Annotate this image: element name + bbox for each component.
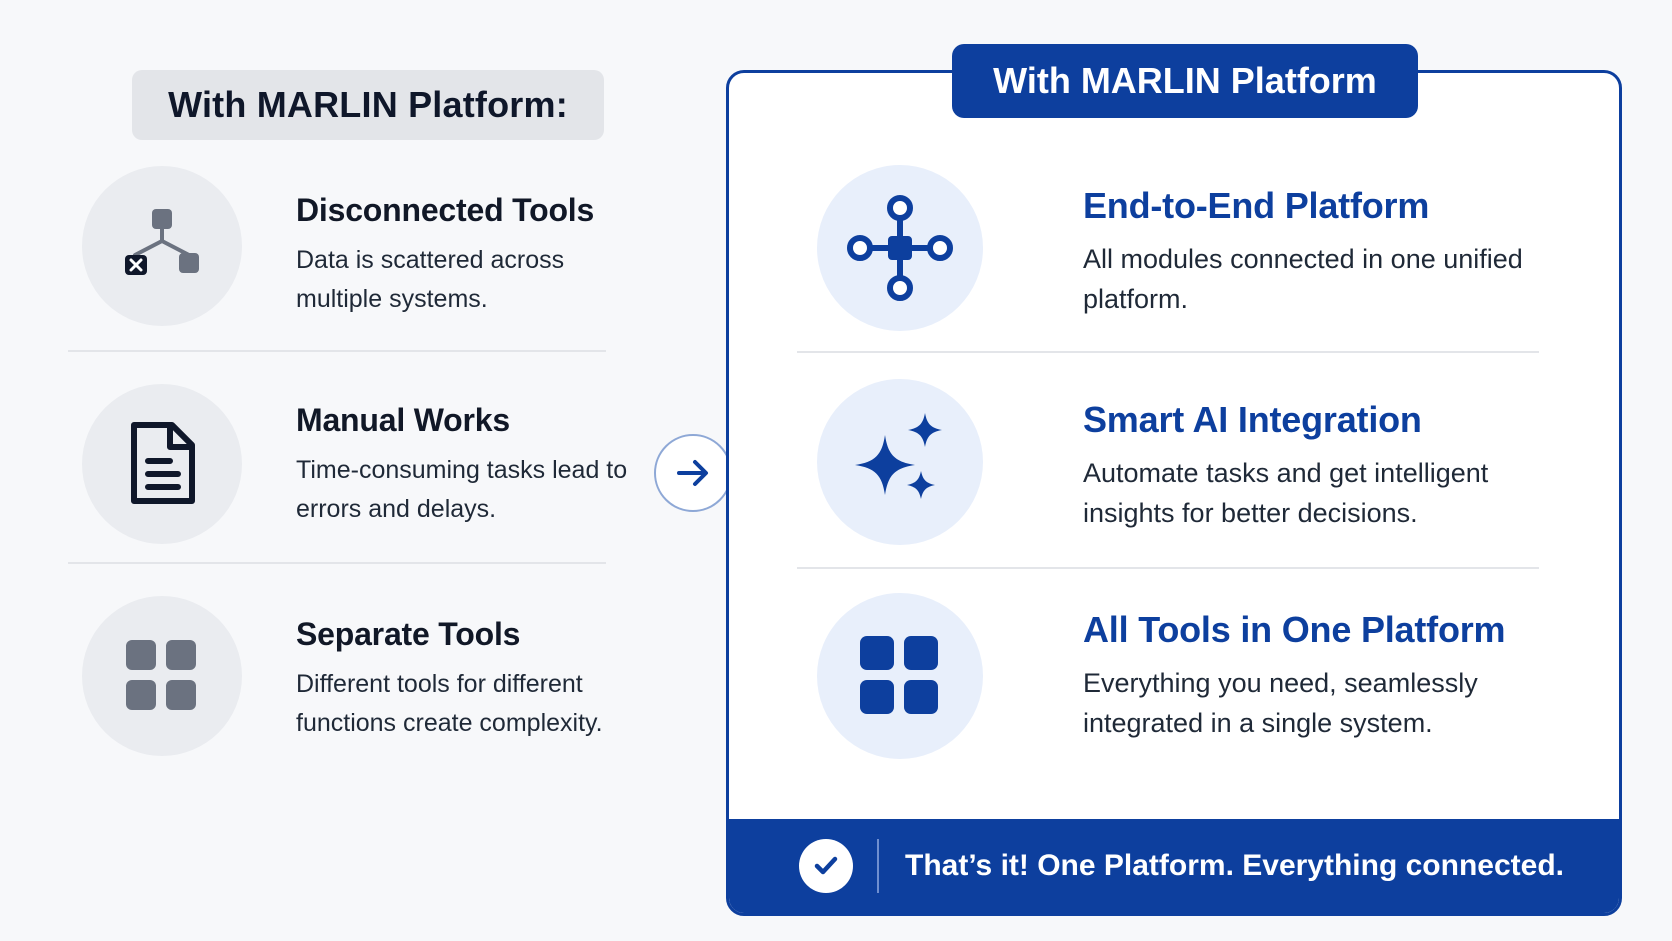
right-card: End-to-End Platform All modules connecte… [726,70,1622,916]
arrow-right-icon [677,460,708,486]
footer-separator [877,839,879,893]
item-description: All modules connected in one unified pla… [1083,244,1523,314]
item-description: Data is scattered across multiple system… [296,246,565,313]
sparkle-icon [817,379,983,545]
left-item-disconnected-tools: Disconnected Tools Data is scattered acr… [68,166,646,334]
item-description: Automate tasks and get intelligent insig… [1083,458,1489,528]
footer-banner: That’s it! One Platform. Everything conn… [729,819,1619,913]
divider [797,567,1539,569]
right-item-smart-ai: Smart AI Integration Automate tasks and … [799,379,1559,549]
disconnected-nodes-icon [82,166,242,326]
item-heading: Disconnected Tools [296,192,595,228]
item-description: Everything you need, seamlessly integrat… [1083,668,1478,738]
item-heading: All Tools in One Platform [1083,609,1506,650]
network-hub-icon [817,165,983,331]
item-description: Time-consuming tasks lead to errors and … [296,456,628,523]
right-item-all-tools: All Tools in One Platform Everything you… [799,593,1559,763]
right-title: With MARLIN Platform [952,44,1418,118]
check-icon [799,839,853,893]
divider [68,350,606,352]
item-heading: Smart AI Integration [1083,399,1422,440]
item-heading: End-to-End Platform [1083,185,1430,226]
item-description: Different tools for different functions … [296,670,603,737]
item-heading: Separate Tools [296,616,521,652]
left-item-manual-works: Manual Works Time-consuming tasks lead t… [68,384,646,552]
divider [68,562,606,564]
left-title: With MARLIN Platform: [132,70,604,140]
grid-icon [82,596,242,756]
grid-icon [817,593,983,759]
arrow-right-button[interactable] [654,434,732,512]
right-item-end-to-end: End-to-End Platform All modules connecte… [799,165,1559,335]
document-icon [82,384,242,544]
divider [797,351,1539,353]
item-heading: Manual Works [296,402,510,438]
left-item-separate-tools: Separate Tools Different tools for diffe… [68,596,646,764]
footer-text: That’s it! One Platform. Everything conn… [905,849,1564,882]
